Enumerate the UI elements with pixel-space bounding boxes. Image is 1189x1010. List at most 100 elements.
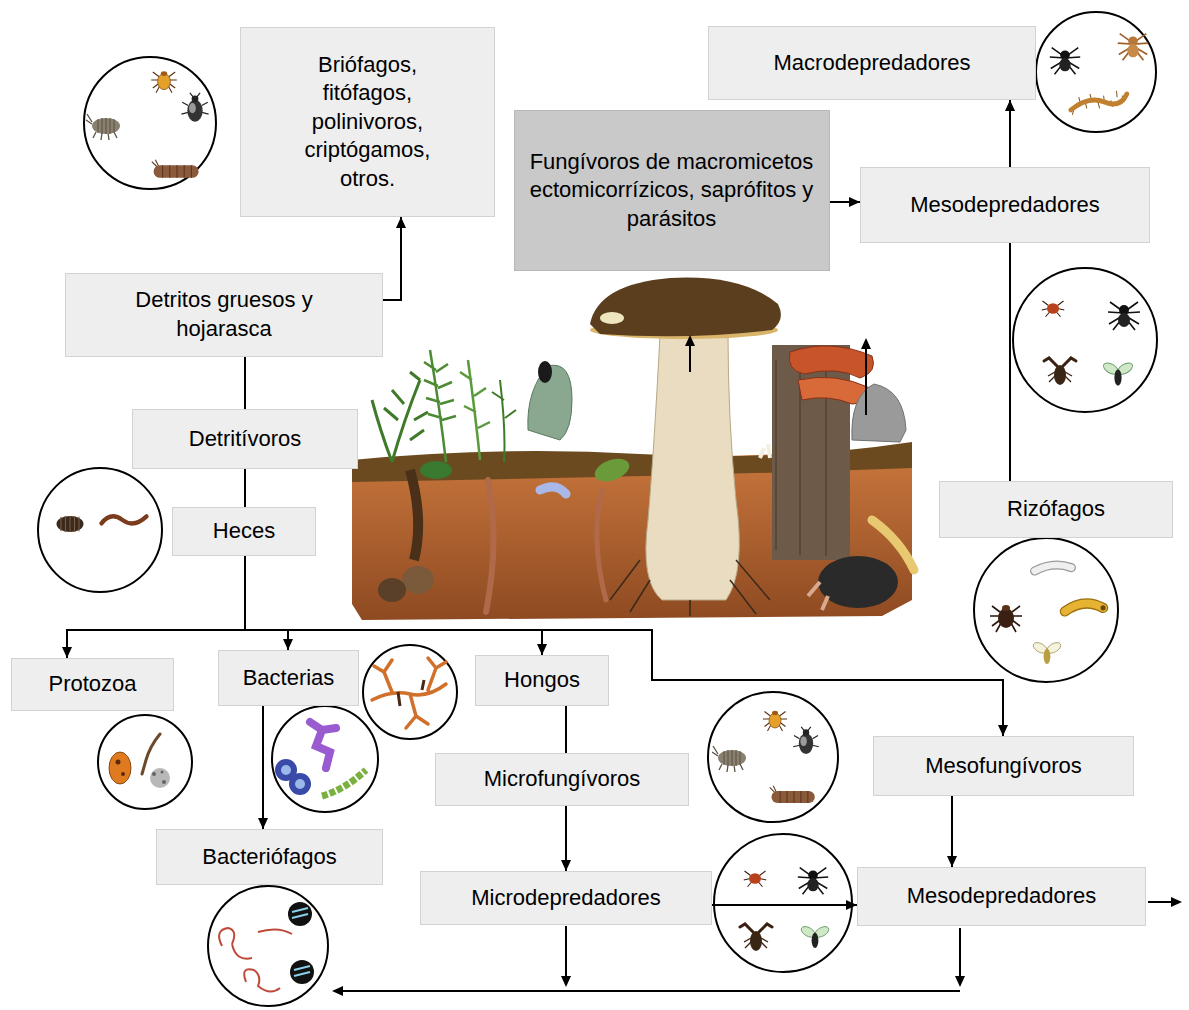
soil-illustration-part — [402, 566, 434, 594]
connector-line — [67, 556, 245, 658]
process-box: Mesodepredadores — [857, 867, 1146, 926]
organism-inset-part — [181, 93, 208, 122]
organism-inset — [708, 692, 838, 822]
connector-line — [383, 217, 401, 300]
flow-connector — [561, 806, 571, 871]
organism-inset-part — [990, 605, 1022, 632]
process-box: Briófagos, fitófagos, polinivoros, cript… — [240, 27, 495, 217]
flow-connector — [258, 706, 268, 829]
arrow-head — [1005, 100, 1015, 111]
soil-illustration-part — [420, 461, 452, 479]
box-label: Mesodepredadores — [910, 191, 1100, 220]
soil-illustration-part — [646, 335, 739, 600]
process-box: Mesofungívoros — [873, 736, 1134, 796]
box-label: Bacterias — [243, 664, 335, 693]
flow-connector — [712, 900, 857, 910]
organism-inset-part — [288, 902, 312, 926]
organism-inset-part — [292, 908, 308, 918]
soil-illustration-part — [592, 454, 633, 485]
organism-inset — [1036, 12, 1156, 132]
organism-inset-part — [363, 645, 457, 739]
arrow-head — [62, 647, 72, 658]
organism-inset-part — [398, 680, 424, 706]
organism-inset-part — [152, 160, 199, 178]
box-label: Bacteriófagos — [202, 843, 337, 872]
organism-inset-part — [98, 715, 192, 809]
flow-arrow-part — [959, 928, 961, 978]
organism-inset — [272, 706, 378, 812]
flow-connector — [245, 556, 293, 650]
flow-arrow-part — [685, 335, 695, 346]
organism-inset-part — [244, 969, 280, 991]
organism-inset-part — [310, 722, 336, 768]
organism-inset-part — [281, 765, 291, 775]
organism-inset-part — [798, 868, 828, 895]
organism-inset-part — [1102, 361, 1135, 386]
organism-inset-part — [1071, 91, 1127, 115]
flow-arrow-part — [865, 348, 867, 415]
soil-illustration-part — [600, 312, 624, 324]
organism-inset-part — [740, 924, 772, 951]
organism-inset-part — [322, 770, 366, 796]
process-box: Microdepredadores — [420, 871, 712, 925]
flow-arrow-part — [861, 338, 871, 349]
organism-inset-part — [1042, 301, 1065, 317]
process-box: Protozoa — [11, 658, 174, 711]
flow-connector — [245, 469, 246, 507]
soil-illustration-part — [852, 384, 906, 442]
organism-inset-part — [295, 779, 305, 789]
organism-inset-part — [708, 692, 838, 822]
process-box: Bacterias — [218, 650, 359, 706]
organism-inset-part — [38, 468, 162, 592]
flow-arrow-part — [342, 990, 960, 992]
soil-illustration-part — [597, 490, 606, 600]
process-box: Detritos gruesos y hojarasca — [65, 273, 383, 357]
organism-inset-part — [763, 711, 787, 731]
soil-illustration-part — [760, 444, 770, 458]
organism-inset-part — [793, 727, 819, 754]
organism-inset-part — [799, 924, 830, 948]
organism-inset-part — [84, 57, 216, 189]
flow-arrow-part — [689, 345, 691, 372]
organism-inset-part — [142, 734, 160, 774]
soil-illustration-part — [610, 560, 770, 616]
box-label: Heces — [213, 517, 275, 546]
organism-inset-part — [1108, 302, 1140, 330]
organism-inset-part — [974, 538, 1118, 682]
process-box: Detritívoros — [132, 409, 358, 469]
organism-inset-part — [219, 928, 252, 959]
organism-inset — [714, 834, 852, 972]
organism-inset-part — [1044, 358, 1076, 385]
organism-inset-part — [744, 871, 767, 887]
organism-inset-part — [770, 786, 815, 803]
process-box: Heces — [172, 507, 316, 556]
process-box: Rizófagos — [939, 481, 1173, 538]
flow-arrow-part — [565, 926, 567, 978]
organism-inset-part — [161, 771, 164, 774]
soil-illustration-part — [460, 360, 490, 460]
organism-inset-part — [258, 929, 292, 934]
flow-connector — [1005, 100, 1015, 167]
organism-inset-part — [150, 768, 170, 788]
box-label: Microfungívoros — [484, 765, 641, 794]
box-label: Detritos gruesos y hojarasca — [106, 286, 342, 343]
flow-arrow-part — [332, 986, 343, 996]
organism-inset-part — [712, 746, 746, 772]
organism-inset-part — [151, 71, 177, 93]
flow-arrow-part — [1171, 897, 1182, 907]
arrow-head — [849, 197, 860, 207]
soil-illustration-part — [808, 582, 828, 610]
soil-illustration-part — [540, 487, 566, 494]
organism-inset — [974, 538, 1118, 682]
organism-inset-part — [1118, 34, 1148, 61]
box-label: Briófagos, fitófagos, polinivoros, cript… — [288, 51, 448, 194]
arrow-head — [537, 644, 547, 655]
process-box: Macrodepredadores — [708, 26, 1036, 100]
organism-inset-part — [1065, 603, 1106, 611]
organism-inset-part — [372, 658, 446, 728]
organism-inset-part — [1035, 565, 1072, 571]
soil-illustration-part — [789, 346, 873, 378]
connector-line — [245, 556, 542, 655]
flow-arrow-part — [561, 976, 571, 987]
